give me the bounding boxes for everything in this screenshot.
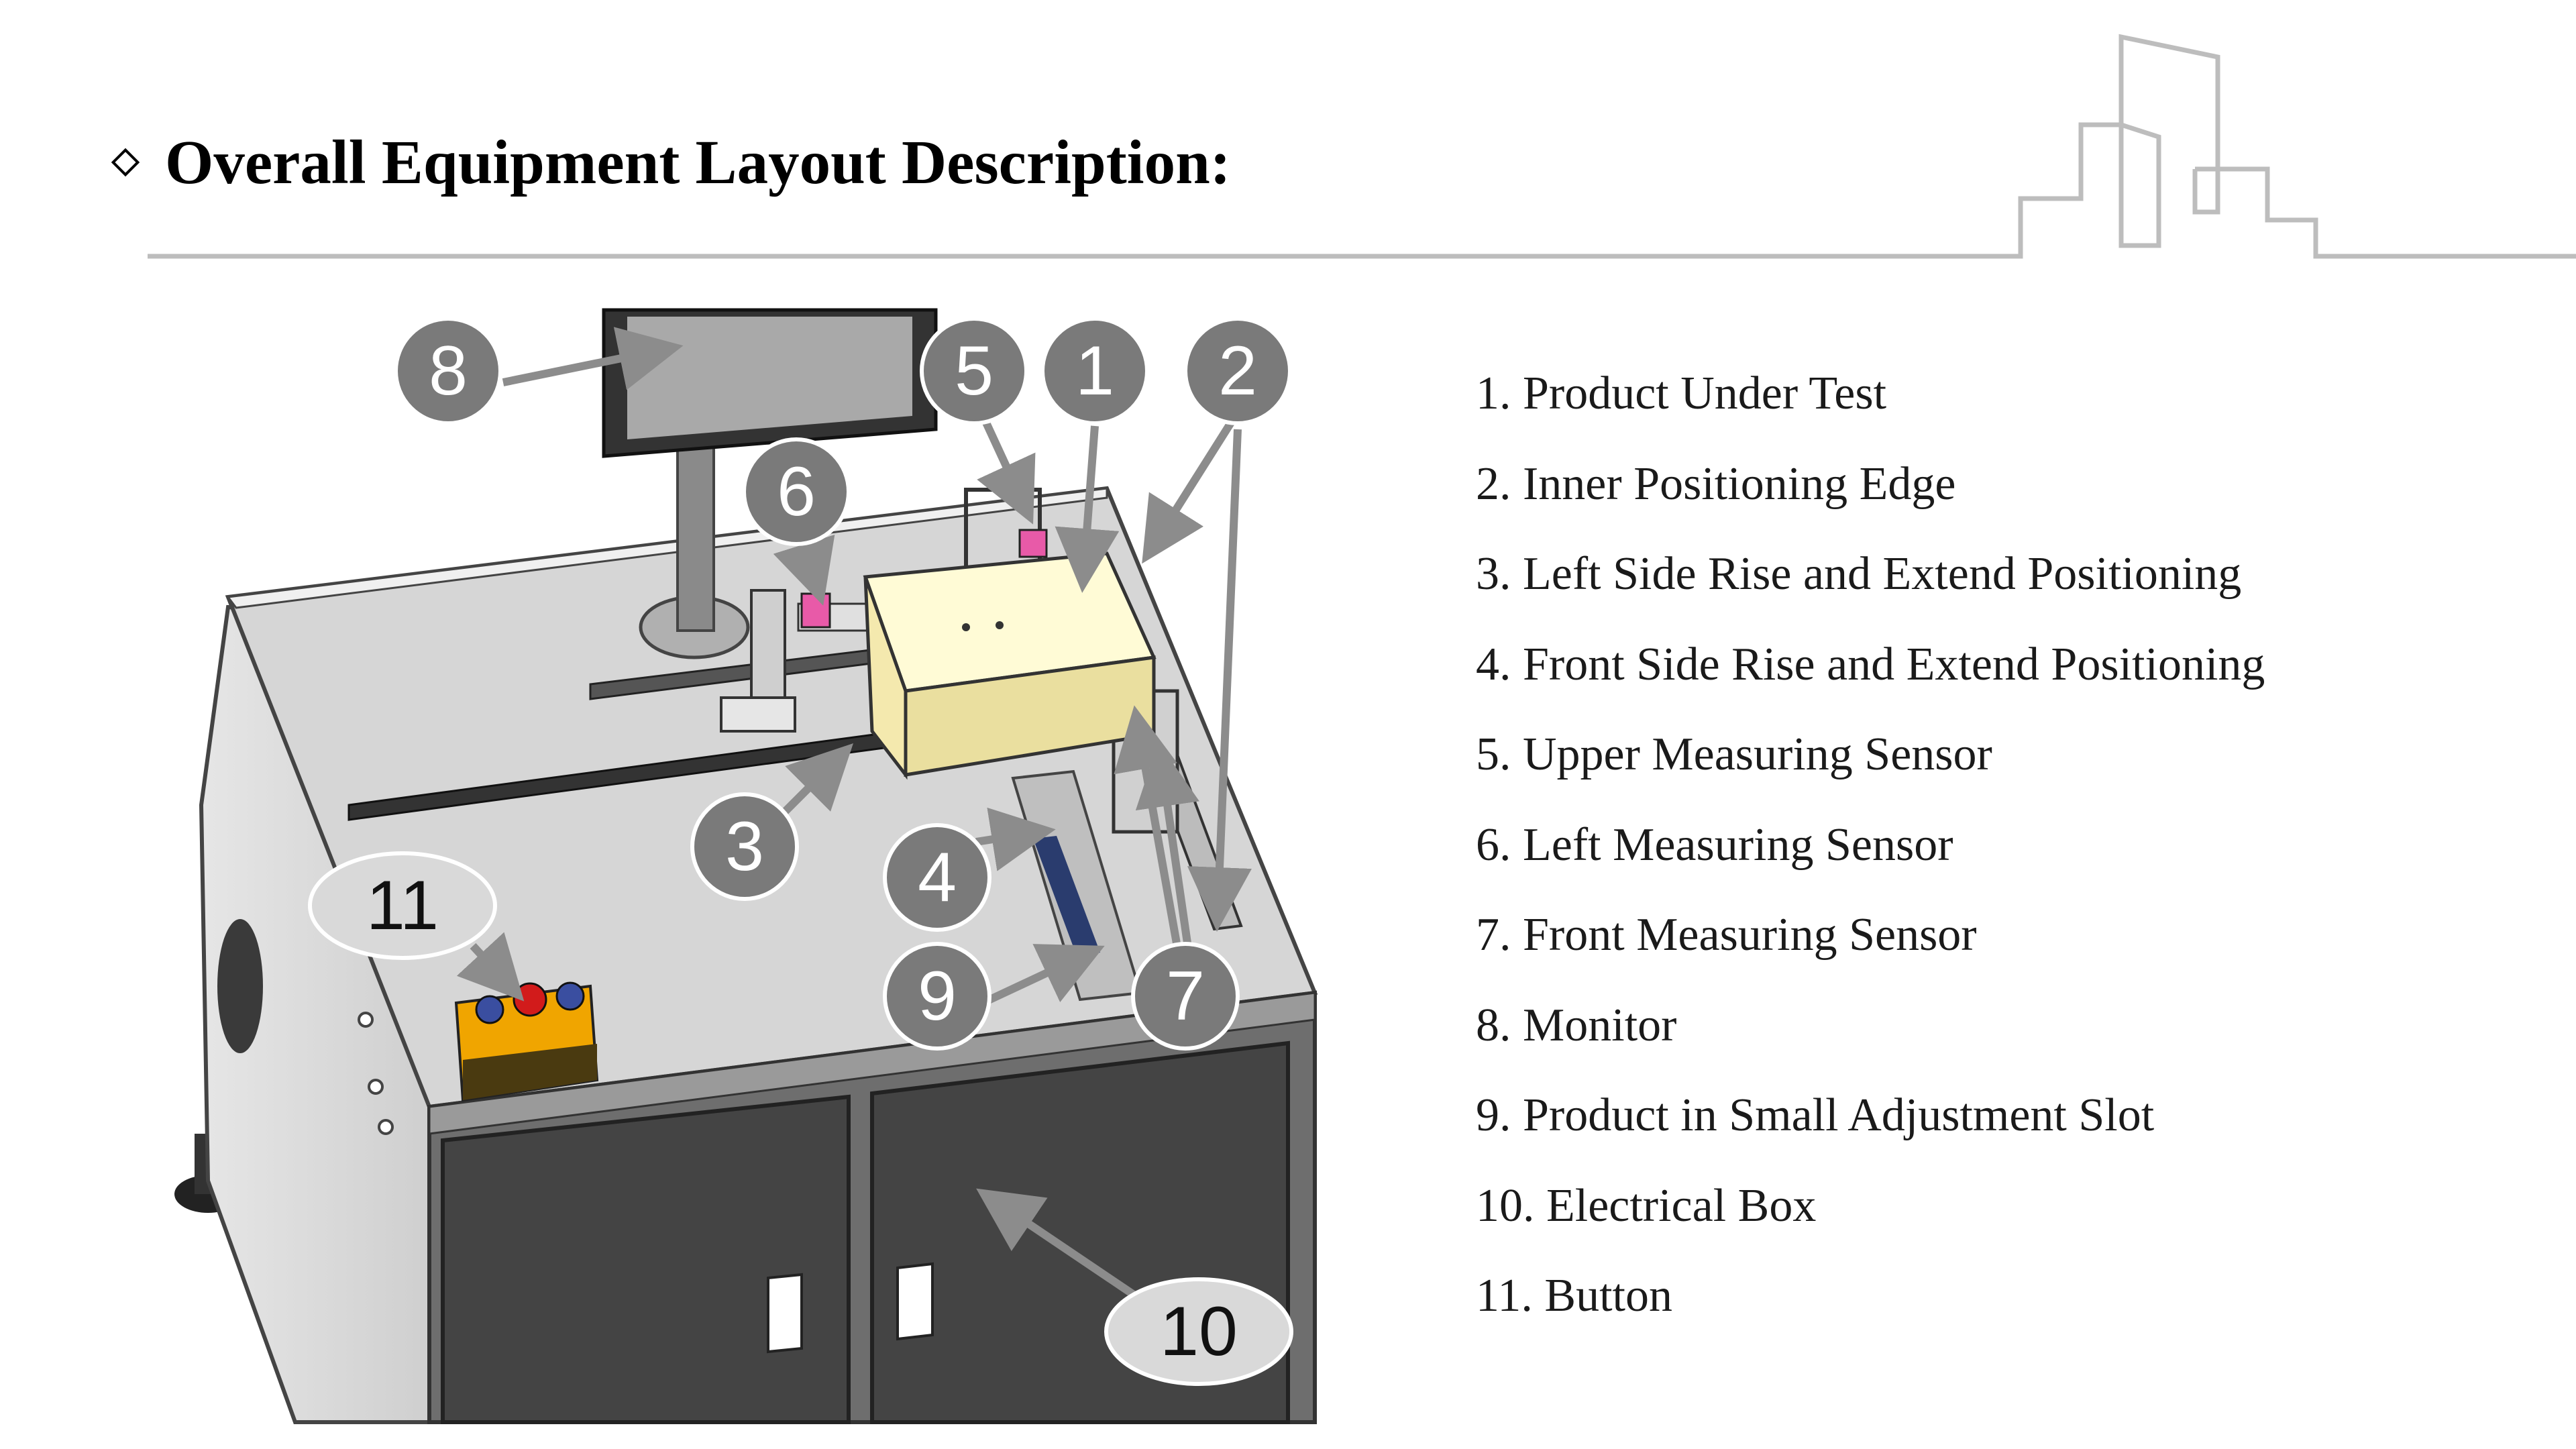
callout-9: 9 xyxy=(883,942,991,1051)
callout-8-label: 8 xyxy=(429,332,468,410)
legend-item-9: 9. Product in Small Adjustment Slot xyxy=(1476,1089,2155,1141)
arrow-9 xyxy=(981,944,1105,1007)
callout-11-label: 11 xyxy=(366,867,439,945)
legend-item-10: 10. Electrical Box xyxy=(1476,1179,1817,1232)
header-underline xyxy=(148,34,2576,259)
callout-6: 6 xyxy=(742,437,851,546)
callout-3: 3 xyxy=(690,792,799,901)
arrow-8 xyxy=(502,327,684,390)
arrow-3 xyxy=(778,743,853,818)
callout-5-label: 5 xyxy=(955,332,994,410)
door-handle-right xyxy=(896,1262,934,1341)
arrow-2b xyxy=(1187,429,1252,932)
monitor-stand xyxy=(639,428,750,659)
callout-4-label: 4 xyxy=(918,839,957,916)
arrow-7b xyxy=(1135,742,1199,967)
legend-item-5: 5. Upper Measuring Sensor xyxy=(1476,729,1992,780)
callout-3-label: 3 xyxy=(725,808,764,885)
callout-4: 4 xyxy=(883,823,991,932)
callout-arrows xyxy=(456,327,1252,1298)
callout-11: 11 xyxy=(308,851,497,960)
page-title: Overall Equipment Layout Description: xyxy=(165,127,1231,197)
building-outline-2 xyxy=(2192,166,2220,215)
legend-item-6: 6. Left Measuring Sensor xyxy=(1476,818,1953,871)
arrow-5 xyxy=(977,421,1036,525)
arrow-4 xyxy=(975,807,1056,871)
callout-1-label: 1 xyxy=(1075,332,1114,410)
callout-10-label: 10 xyxy=(1160,1293,1238,1371)
callout-7: 7 xyxy=(1131,942,1240,1051)
callout-10: 10 xyxy=(1104,1277,1293,1386)
arrow-6 xyxy=(773,534,835,606)
arrow-10 xyxy=(976,1188,1136,1298)
arrow-1 xyxy=(1055,425,1120,593)
arrow-2a xyxy=(1142,420,1235,564)
cabinet-door-left xyxy=(441,1094,851,1424)
callout-7-label: 7 xyxy=(1166,957,1205,1035)
legend-item-1: 1. Product Under Test xyxy=(1476,368,1887,419)
left-fixture xyxy=(720,589,873,733)
callout-5: 5 xyxy=(920,317,1028,425)
legend-item-11: 11. Button xyxy=(1476,1270,1672,1322)
left-sensor xyxy=(800,592,831,629)
legend-item-2: 2. Inner Positioning Edge xyxy=(1476,458,1956,510)
callout-1: 1 xyxy=(1040,317,1149,425)
legend-item-3: 3. Left Side Rise and Extend Positioning xyxy=(1476,548,2242,600)
legend-item-4: 4. Front Side Rise and Extend Positionin… xyxy=(1476,638,2265,690)
monitor xyxy=(602,308,938,458)
arrow-11 xyxy=(456,932,525,1002)
legend-item-7: 7. Front Measuring Sensor xyxy=(1476,909,1977,961)
slide-title: Overall Equipment Layout Description: xyxy=(111,122,1231,203)
callout-6-label: 6 xyxy=(777,453,816,531)
door-handle-left xyxy=(767,1273,803,1354)
callout-2: 2 xyxy=(1183,317,1292,425)
callout-2-label: 2 xyxy=(1218,332,1257,410)
callout-9-label: 9 xyxy=(918,957,957,1035)
component-legend: 1. Product Under Test 2. Inner Positioni… xyxy=(1476,349,2265,1342)
legend-item-8: 8. Monitor xyxy=(1476,999,1677,1051)
product-under-test xyxy=(863,551,1157,780)
callout-8: 8 xyxy=(394,317,502,425)
button-box xyxy=(454,981,599,1102)
building-outline xyxy=(2118,122,2161,248)
side-vent xyxy=(217,919,263,1053)
